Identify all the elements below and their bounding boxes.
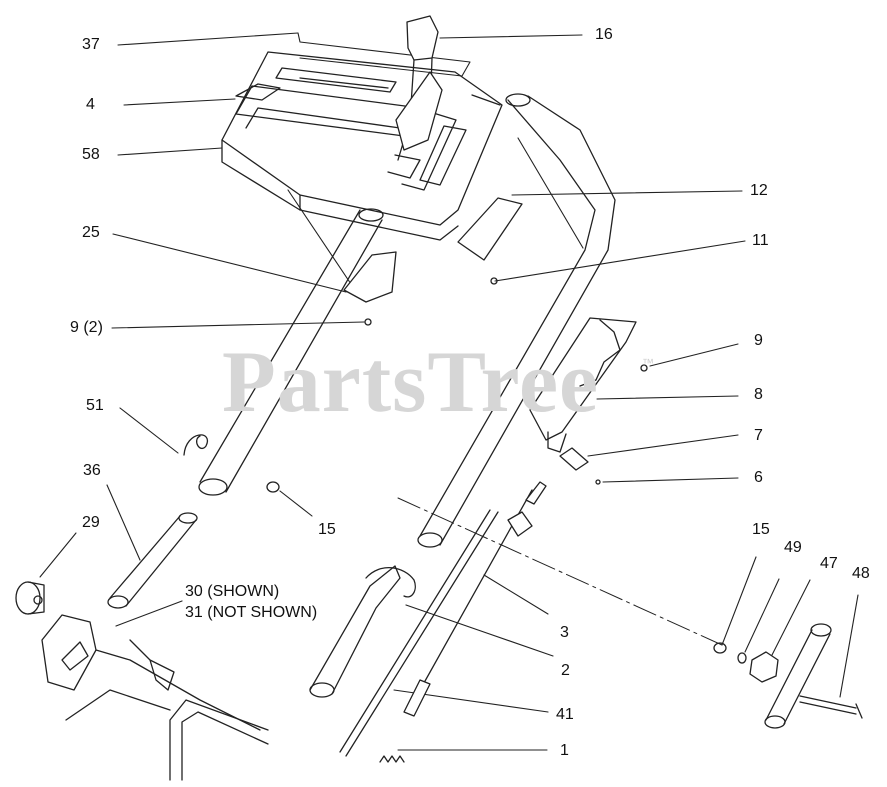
shift-lever [395,15,443,161]
control-panel [221,51,503,241]
callout-31: 31 (NOT SHOWN) [185,604,318,621]
lower-frame [65,689,269,781]
callout-11: 11 [752,232,769,249]
callout-2: 2 [561,662,570,679]
callout-16: 16 [595,26,613,43]
callout-6: 6 [754,469,763,486]
callout-41: 41 [556,706,574,723]
cable-ferrule [507,481,547,537]
right-handle-tube [417,93,616,548]
callout-1: 1 [560,742,569,759]
callout-37: 37 [82,36,100,53]
callout-58: 58 [82,146,100,163]
decal [297,32,471,77]
decal-4 [235,83,281,101]
callout-48: 48 [852,565,870,582]
leader-lines [39,32,859,751]
speed-control-bracket [41,614,261,731]
callout-25: 25 [82,224,100,241]
callout-8: 8 [754,386,763,403]
callout-4: 4 [86,96,95,113]
bolt-48 [799,695,863,719]
trademark-symbol: ™ [642,356,654,370]
lower-handle [107,512,198,609]
lower-handle-48 [764,623,832,729]
callout-47: 47 [820,555,838,572]
callout-9-2: 9 (2) [70,319,103,336]
cable-2 [339,509,499,757]
lower-right-handle [309,565,416,698]
screw-6 [595,479,601,485]
clip-7 [559,447,589,471]
callout-7: 7 [754,427,763,444]
callout-15-left: 15 [318,521,336,538]
bracket-25 [343,251,397,303]
callout-9: 9 [754,332,763,349]
left-handle-tube [198,208,384,496]
callout-51: 51 [86,397,104,414]
spring [379,755,405,763]
callout-3: 3 [560,624,569,641]
washer-49 [737,652,747,664]
bracket-12 [457,197,523,261]
callout-12: 12 [750,182,768,199]
watermark: PartsTree [222,334,600,431]
callout-36: 36 [83,462,101,479]
screw-9 [640,364,648,372]
callout-30: 30 (SHOWN) [185,583,280,600]
centerline [397,497,723,646]
spacer-47 [749,651,779,683]
screw-11 [490,277,498,285]
callout-29: 29 [82,514,100,531]
cable-41-end [403,679,431,717]
callout-15-right: 15 [752,521,770,538]
cable-guide [529,317,637,453]
hitch-pin [183,434,209,456]
washer-15-right [713,642,727,654]
knob [15,581,45,615]
screw-9-2 [364,318,372,326]
washer [266,481,280,493]
callout-49: 49 [784,539,802,556]
